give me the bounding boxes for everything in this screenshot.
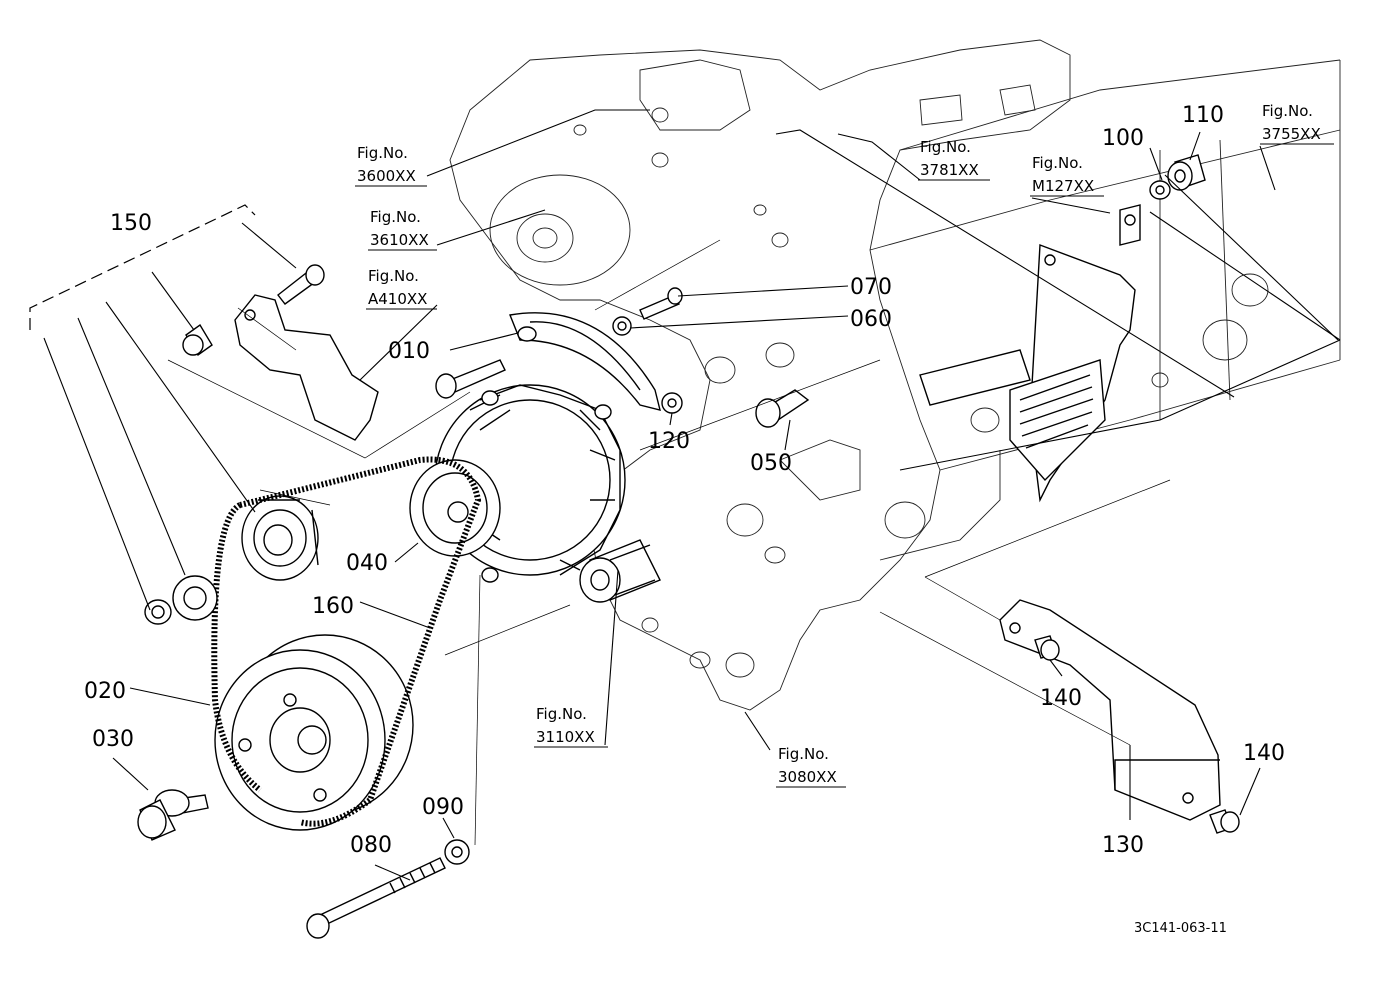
- nut-120-hole: [667, 398, 677, 408]
- label-050: 050: [750, 451, 792, 476]
- fig-ref-code: M127XX: [1032, 177, 1094, 195]
- fig-ref-code: 3610XX: [370, 231, 429, 249]
- fig-ref-label: Fig.No.: [1032, 154, 1083, 172]
- label-130: 130: [1102, 833, 1144, 858]
- fig-ref-3600xx: Fig.No. 3600XX: [355, 144, 427, 187]
- fig-ref-label: Fig.No.: [357, 144, 408, 162]
- label-020: 020: [84, 679, 126, 704]
- label-070: 070: [850, 275, 892, 300]
- label-110: 110: [1182, 103, 1224, 128]
- label-150: 150: [110, 211, 152, 236]
- fig-ref-label: Fig.No.: [920, 138, 971, 156]
- label-140-b: 140: [1243, 741, 1285, 766]
- fig-ref-3755xx: Fig.No. 3755XX: [1260, 102, 1334, 145]
- plate-a410: [234, 294, 379, 441]
- label-160: 160: [312, 594, 354, 619]
- label-090: 090: [422, 795, 464, 820]
- fig-ref-3781xx: Fig.No. 3781XX: [918, 138, 990, 181]
- idler-pulley: [241, 495, 319, 581]
- fig-ref-code: 3110XX: [536, 728, 595, 746]
- label-060: 060: [850, 307, 892, 332]
- pulley-040: [409, 459, 501, 557]
- bolt-030: [137, 789, 209, 841]
- v-belt-160: [211, 456, 482, 827]
- bolt-070: [639, 287, 683, 320]
- washer-090-hole: [451, 846, 463, 858]
- label-140-a: 140: [1040, 686, 1082, 711]
- fig-ref-3110xx: Fig.No. 3110XX: [534, 705, 608, 748]
- guide-lines: [29, 109, 1341, 881]
- fig-ref-label: Fig.No.: [370, 208, 421, 226]
- fig-ref-label: Fig.No.: [778, 745, 829, 763]
- bracket-m127: [919, 204, 1141, 503]
- fig-ref-label: Fig.No.: [536, 705, 587, 723]
- kit-150: [144, 264, 325, 625]
- part-labels: 150 010 070 060 120 050 040 160 020 030 …: [84, 103, 1285, 858]
- crank-pulley-020: [214, 634, 414, 831]
- fig-ref-code: A410XX: [368, 290, 427, 308]
- fig-ref-a410xx: Fig.No. A410XX: [366, 267, 437, 310]
- engine-block: [449, 39, 1341, 711]
- bolt-010: [435, 359, 506, 399]
- spacer-050: [755, 389, 810, 428]
- shaft-3110: [579, 539, 661, 603]
- fig-ref-3610xx: Fig.No. 3610XX: [368, 208, 437, 251]
- fig-references: Fig.No. 3600XX Fig.No. 3610XX Fig.No. A4…: [355, 102, 1334, 788]
- fig-ref-label: Fig.No.: [368, 267, 419, 285]
- fig-ref-3080xx: Fig.No. 3080XX: [776, 745, 846, 788]
- label-080: 080: [350, 833, 392, 858]
- drawing-code: 3C141-063-11: [1134, 921, 1227, 936]
- bracket-130: [999, 599, 1240, 834]
- fig-ref-m127xx: Fig.No. M127XX: [1030, 154, 1104, 197]
- fig-ref-code: 3781XX: [920, 161, 979, 179]
- label-120: 120: [648, 429, 690, 454]
- fig-ref-code: 3755XX: [1262, 125, 1321, 143]
- spacer-110: [1167, 154, 1206, 191]
- label-030: 030: [92, 727, 134, 752]
- adjust-bracket-010: [509, 312, 661, 411]
- label-010: 010: [388, 339, 430, 364]
- fig-ref-label: Fig.No.: [1262, 102, 1313, 120]
- washer-100-hole: [1155, 185, 1165, 195]
- label-040: 040: [346, 551, 388, 576]
- fig-ref-code: 3600XX: [357, 167, 416, 185]
- label-100: 100: [1102, 126, 1144, 151]
- washer-060-hole: [617, 321, 627, 331]
- bolt-080: [306, 857, 446, 939]
- fig-ref-code: 3080XX: [778, 768, 837, 786]
